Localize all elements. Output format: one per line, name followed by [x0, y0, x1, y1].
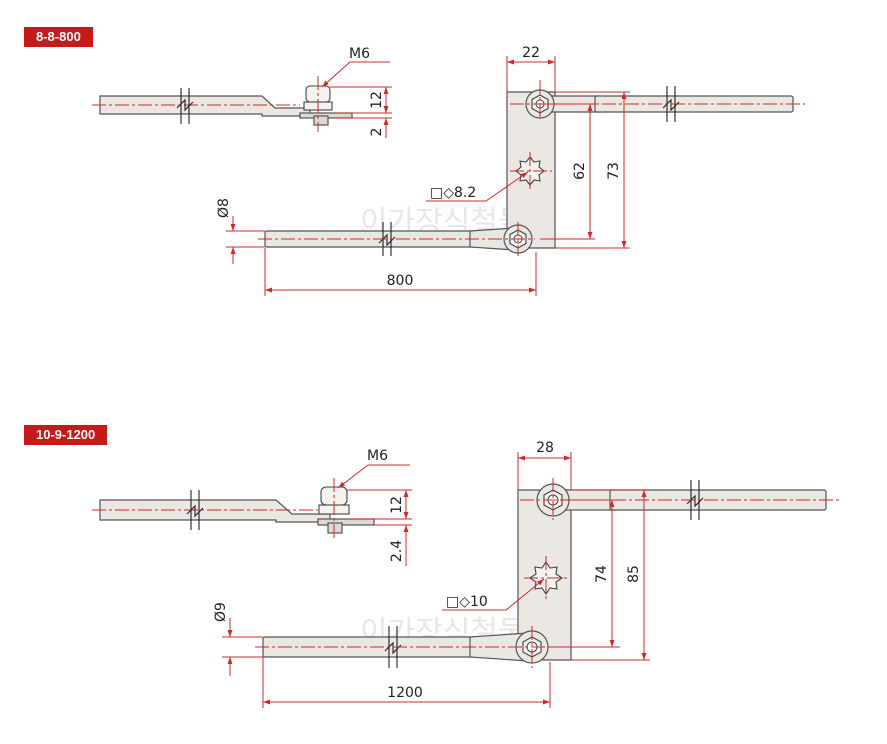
thread-label-bottom: M6: [367, 448, 388, 464]
dims-main-bottom: 28 74 85 □◇10 Ø9 1200: [213, 440, 650, 708]
model-label-10-9-1200: 10-9-1200: [24, 425, 108, 445]
length-label-bottom: 1200: [387, 685, 423, 701]
dim-bolt-height-bottom: 12: [389, 496, 405, 514]
main-view-8-8-800: [258, 80, 805, 256]
side-view-8-8-800: [92, 76, 353, 132]
dims-main-top: 22 62 73 □◇8.2 Ø8 800: [216, 45, 630, 296]
dim-plate-thickness-top: 2: [369, 128, 385, 137]
dim-small-height-bottom: 74: [594, 565, 610, 583]
leader-m6-top: M6: [321, 46, 390, 88]
model-label-8-8-800: 8-8-800: [24, 27, 93, 47]
main-view-10-9-1200: [255, 478, 840, 668]
dim-large-height-bottom: 85: [626, 565, 642, 583]
square-label-bottom: □◇10: [446, 594, 488, 610]
dim-small-height-top: 62: [572, 162, 588, 180]
diameter-label-top: Ø8: [216, 198, 232, 218]
length-label-top: 800: [387, 273, 414, 289]
dim-plate-thickness-bottom: 2.4: [389, 540, 405, 562]
square-label-top: □◇8.2: [430, 185, 476, 201]
dims-side-top: 12 2: [330, 86, 392, 138]
side-view-10-9-1200: [92, 478, 375, 540]
thread-label-top: M6: [349, 46, 370, 62]
leader-m6-bottom: M6: [337, 448, 410, 489]
dim-width-top: 22: [522, 45, 540, 61]
diameter-label-bottom: Ø9: [213, 602, 229, 622]
dim-bolt-height-top: 12: [369, 91, 385, 109]
dims-side-bottom: 12 2.4: [347, 489, 412, 566]
dim-width-bottom: 28: [536, 440, 554, 456]
dim-large-height-top: 73: [606, 162, 622, 180]
